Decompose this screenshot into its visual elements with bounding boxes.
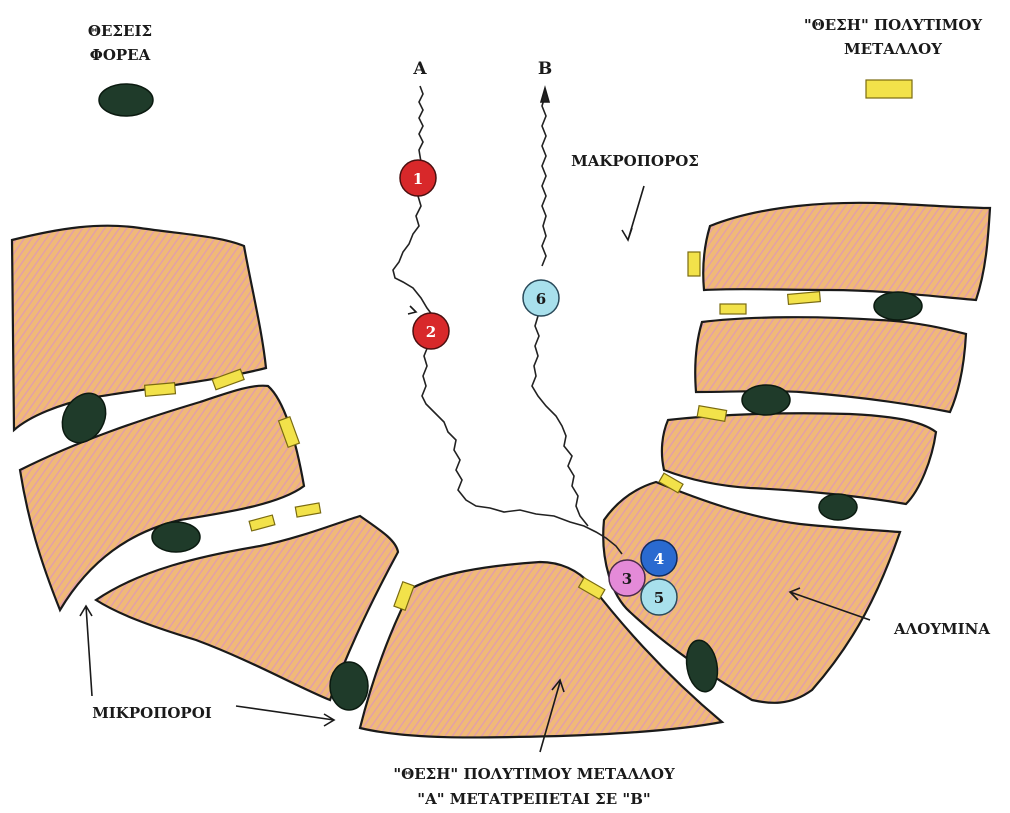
- step-number: 2: [426, 323, 436, 341]
- carrier-site: [819, 494, 857, 520]
- product-label: B: [538, 59, 552, 79]
- step-number: 4: [654, 550, 664, 568]
- metal-site: [249, 515, 275, 531]
- step-marker-6: 6: [523, 280, 559, 316]
- alumina-grain-right-2: [695, 317, 966, 412]
- metal-site: [688, 252, 700, 276]
- step-marker-5: 5: [641, 579, 677, 615]
- step-marker-4: 4: [641, 540, 677, 576]
- macropore-pointer-arrow: [622, 186, 644, 240]
- step-number: 3: [622, 570, 632, 588]
- bottom-caption-line-2-text: "A" ΜΕΤΑΤΡΕΠΕΤΑΙ ΣΕ "B": [417, 790, 650, 808]
- legend-carrier-label-1: ΘΕΣΕΙΣ: [88, 22, 152, 40]
- metal-site: [788, 292, 821, 305]
- step-number: 6: [536, 290, 546, 308]
- carrier-site: [742, 385, 790, 415]
- step-number: 1: [413, 170, 423, 188]
- carrier-site: [152, 522, 200, 552]
- legend-carrier-label-2: ΦΟΡΕΑ: [90, 46, 151, 64]
- metal-site: [720, 304, 746, 314]
- micropores-pointer-arrow-up: [80, 606, 92, 696]
- micropores-pointer-arrow-right: [236, 706, 334, 726]
- metal-site: [145, 383, 176, 397]
- step-marker-3: 3: [609, 560, 645, 596]
- reactant-arrowhead: [408, 306, 416, 314]
- micropores-label: ΜΙΚΡΟΠΟΡΟΙ: [92, 704, 212, 722]
- carrier-site: [874, 292, 922, 320]
- bottom-caption-line-1-text: "ΘΕΣΗ" ΠΟΛΥΤΙΜΟΥ ΜΕΤΑΛΛΟΥ: [393, 765, 675, 783]
- macropore-label: ΜΑΚΡΟΠΟΡΟΣ: [571, 152, 699, 170]
- step-marker-2: 2: [413, 313, 449, 349]
- step-marker-1: 1: [400, 160, 436, 196]
- legend-metal-label-1: "ΘΕΣΗ" ΠΟΛΥΤΙΜΟΥ: [804, 16, 983, 34]
- reactant-label: A: [412, 59, 427, 79]
- step-number: 5: [654, 589, 664, 607]
- legend-metal-site-swatch: [866, 80, 912, 98]
- alumina-grain-right-3: [662, 413, 936, 504]
- alumina-grain-right-1: [703, 203, 990, 300]
- carrier-site: [330, 662, 368, 710]
- metal-site: [295, 503, 320, 517]
- legend-carrier-site-swatch: [99, 84, 153, 116]
- product-arrowhead: [541, 88, 549, 102]
- legend-metal-label-2: ΜΕΤΑΛΛΟΥ: [844, 40, 942, 58]
- alumina-label: ΑΛΟΥΜΙΝΑ: [893, 620, 990, 638]
